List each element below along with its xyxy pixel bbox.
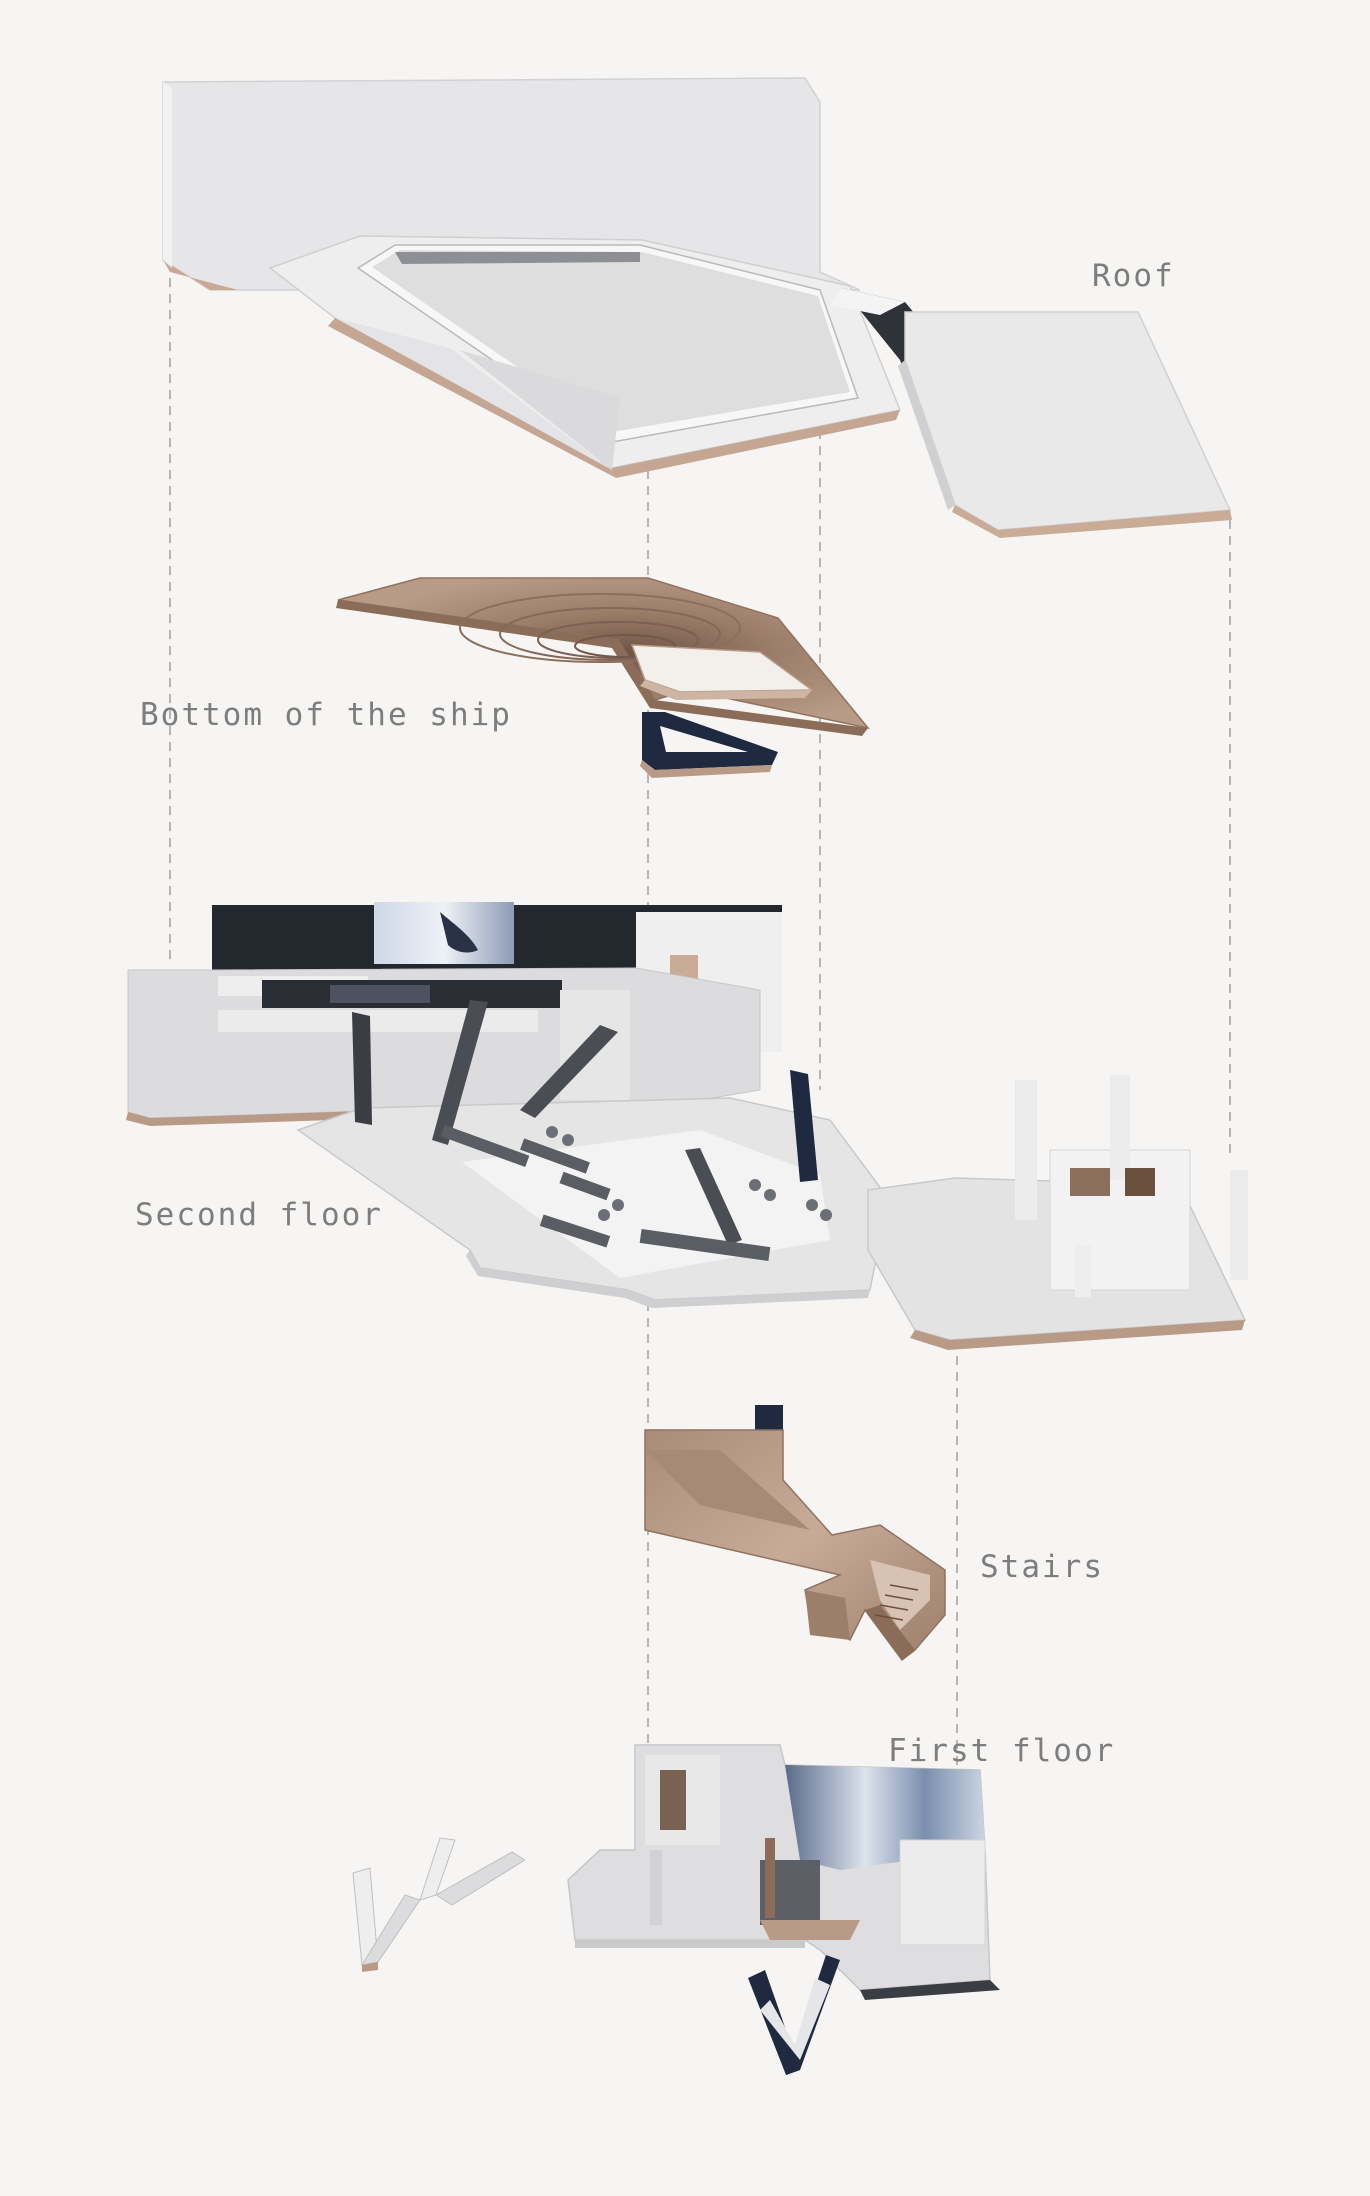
second-floor-model xyxy=(126,902,1248,1350)
stairs-model xyxy=(644,1405,946,1662)
label-roof: Roof xyxy=(1092,258,1175,294)
first-floor-model xyxy=(352,1744,1000,2075)
ship-bottom-model xyxy=(336,577,870,778)
label-bottom-of-ship: Bottom of the ship xyxy=(140,697,512,733)
roof-model xyxy=(162,77,1232,538)
label-stairs: Stairs xyxy=(980,1549,1104,1585)
label-first-floor: First floor xyxy=(888,1733,1116,1769)
label-second-floor: Second floor xyxy=(135,1197,383,1233)
